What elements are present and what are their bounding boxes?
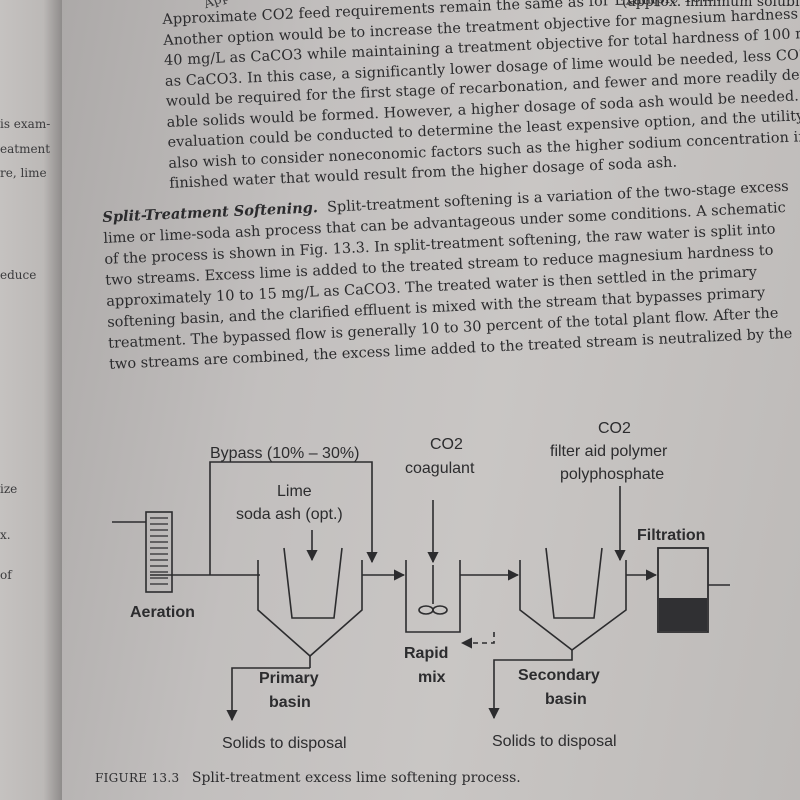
soda-ash-label: soda ash (opt.) <box>236 506 343 523</box>
margin-fragment: ize <box>0 482 18 496</box>
facing-page-edge <box>0 0 62 800</box>
figure-caption: FIGURE 13.3 Split-treatment excess lime … <box>95 770 521 786</box>
primary-label: Primary <box>259 670 319 687</box>
margin-fragment: eatment <box>0 142 51 156</box>
primary-inner-cone <box>283 547 343 619</box>
sludge-recycle-line <box>460 632 495 649</box>
filter-aid-label: filter aid polymer <box>550 443 668 460</box>
margin-fragment: is exam- <box>0 117 51 131</box>
mixer-blade <box>418 605 434 615</box>
bypass-line <box>209 461 378 575</box>
figure-caption-text: Split-treatment excess lime softening pr… <box>191 770 521 786</box>
solids-disposal-label-secondary: Solids to disposal <box>492 733 617 750</box>
secondary-solids-arrow <box>488 650 573 720</box>
co2-label: CO2 <box>430 436 463 453</box>
co2-label-secondary: CO2 <box>598 420 631 437</box>
secondary-basin-label: basin <box>545 691 587 708</box>
filter-unit <box>657 547 709 633</box>
primary-solids-arrow <box>226 667 310 722</box>
solids-disposal-label: Solids to disposal <box>222 735 347 752</box>
polyphosphate-label: polyphosphate <box>560 466 664 483</box>
margin-fragment: x. <box>0 528 11 542</box>
bypass-label: Bypass (10% – 30%) <box>210 445 359 462</box>
secondary-basin <box>519 560 627 652</box>
mix-label: mix <box>418 669 446 686</box>
margin-fragment: re, lime <box>0 166 47 180</box>
secondary-inner-cone <box>545 547 603 619</box>
secondary-label: Secondary <box>518 667 600 684</box>
primary-basin <box>257 560 363 658</box>
table-fragment-right: (approx. minimum solubility of <box>622 0 800 10</box>
mixer-blade <box>432 605 448 615</box>
figure-number: FIGURE 13.3 <box>95 771 180 785</box>
aeration-tower <box>145 511 173 593</box>
coagulant-label: coagulant <box>405 460 475 477</box>
primary-basin-label: basin <box>269 694 311 711</box>
book-page: Approx. solubility of Mg ... Approx. rem… <box>62 0 800 800</box>
margin-fragment: educe <box>0 268 37 282</box>
aeration-label: Aeration <box>130 604 195 621</box>
rapid-label: Rapid <box>404 645 448 662</box>
lime-label: Lime <box>277 483 312 500</box>
margin-fragment: of <box>0 568 12 582</box>
filtration-label: Filtration <box>637 527 705 544</box>
rapid-mix-tank <box>405 560 461 633</box>
